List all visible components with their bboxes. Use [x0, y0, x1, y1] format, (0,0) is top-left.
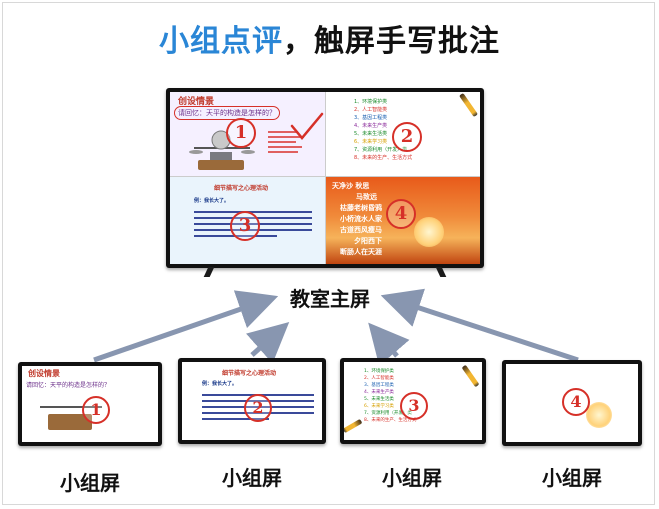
q2-item: 3、基因工程类: [354, 115, 388, 121]
gs3-item: 4、未来生产类: [364, 390, 394, 395]
poem-line: 小桥流水人家: [340, 214, 382, 223]
q1-question: 请回忆：天平的构造是怎样的？: [174, 106, 280, 120]
gs1-question: 请回忆：天平的构造是怎样的？: [26, 382, 111, 389]
gs4-poem-title: 天净沙 秋思: [514, 369, 547, 376]
gs1-scale: [48, 414, 92, 430]
group-screen-4-display: 天净沙 秋思 马致远 枯藤老树昏鸦 小桥流水人家 古道西风瘦马 夕阳西下 断肠人…: [506, 364, 638, 442]
q2-list: 1、环境保护类 2、人工智能类 3、基因工程类 4、未来生产类 5、未来生活类 …: [354, 98, 412, 162]
gs3-item: 7、资源利用（开发）类: [364, 411, 412, 416]
main-screen-display: 创设情景 请回忆：天平的构造是怎样的？ 1 1、: [170, 92, 480, 264]
main-quadrant-3: 细节描写之心理活动 例：我长大了。 3: [170, 176, 325, 264]
gs4-poem: 马致远 枯藤老树昏鸦 小桥流水人家 古道西风瘦马 夕阳西下 断肠人在天涯: [516, 376, 552, 436]
poem-line: 断肠人在天涯: [516, 427, 553, 434]
scale-icon: [189, 130, 255, 170]
gs2-heading: 细节描写之心理活动: [222, 370, 277, 377]
gs1-scale-beam: [40, 406, 102, 408]
gs2-sub: 例：我长大了。: [202, 381, 238, 387]
q4-poem: 马致远 枯藤老树昏鸦 小桥流水人家 古道西风瘦马 夕阳西下 断肠人在天涯: [340, 191, 382, 257]
group-screen-4: 天净沙 秋思 马致远 枯藤老树昏鸦 小桥流水人家 古道西风瘦马 夕阳西下 断肠人…: [502, 360, 642, 446]
q2-item: 4、未来生产类: [354, 123, 388, 129]
group-badge-3: 3: [400, 392, 428, 420]
q2-item: 7、资源利用（开发）类: [354, 147, 408, 153]
poem-line: 马致远: [356, 192, 377, 201]
group-screen-1: 创设情景 请回忆：天平的构造是怎样的？ 1: [18, 362, 162, 446]
main-badge-1: 1: [226, 118, 256, 148]
gs3-item: 8、未来的生产、生活方式: [364, 418, 417, 423]
main-screen-label: 教室主屏: [290, 287, 370, 311]
group-screen-label-1: 小组屏: [60, 471, 120, 495]
group-screen-label-3: 小组屏: [382, 466, 442, 490]
checkmark-icon: [290, 112, 324, 140]
q4-poem-title: 天净沙 秋思: [332, 181, 370, 190]
q3-heading: 细节描写之心理活动: [214, 185, 269, 192]
poem-line: 马致远: [530, 377, 549, 384]
gs3-item: 3、基因工程类: [364, 383, 394, 388]
q2-item: 8、未来的生产、生活方式: [354, 155, 413, 161]
gs3-item: 1、环境保护类: [364, 369, 394, 374]
poem-line: 古道西风瘦马: [340, 225, 382, 234]
main-quadrant-1: 创设情景 请回忆：天平的构造是怎样的？ 1: [170, 92, 325, 176]
poem-line: 夕阳西下: [354, 236, 382, 245]
poem-line: 夕阳西下: [528, 417, 553, 424]
group-screen-3: 1、环境保护类 2、人工智能类 3、基因工程类 4、未来生产类 5、未来生活类 …: [340, 358, 486, 444]
pen-icon: [461, 364, 480, 388]
poem-line: 枯藤老树昏鸦: [516, 387, 553, 394]
poem-line: 古道西风瘦马: [516, 407, 553, 414]
group-screen-1-display: 创设情景 请回忆：天平的构造是怎样的？ 1: [22, 366, 158, 442]
main-quadrant-2: 1、环境保护类 2、人工智能类 3、基因工程类 4、未来生产类 5、未来生活类 …: [325, 92, 480, 176]
q2-item: 6、未来学习类: [354, 139, 388, 145]
q2-item: 5、未来生活类: [354, 131, 388, 137]
main-quadrant-4: 天净沙 秋思 马致远 枯藤老树昏鸦 小桥流水人家 古道西风瘦马 夕阳西下 断肠人…: [325, 176, 480, 264]
main-screen: 创设情景 请回忆：天平的构造是怎样的？ 1 1、: [166, 88, 484, 277]
gs3-list: 1、环境保护类 2、人工智能类 3、基因工程类 4、未来生产类 5、未来生活类 …: [364, 368, 416, 424]
poem-line: 小桥流水人家: [516, 397, 553, 404]
slide-frame: [2, 2, 655, 505]
group-screen-label-4: 小组屏: [542, 466, 602, 490]
title-accent: 小组点评: [159, 24, 283, 59]
sunset-sun: [586, 402, 612, 428]
q1-heading: 创设情景: [178, 97, 215, 107]
pen-icon: [344, 418, 363, 434]
poem-line: 断肠人在天涯: [340, 247, 382, 256]
gs3-item: 6、未来学习类: [364, 404, 394, 409]
group-screen-2: 细节描写之心理活动 例：我长大了。 2: [178, 358, 326, 444]
q2-item: 1、环境保护类: [354, 99, 388, 105]
gs3-item: 5、未来生活类: [364, 397, 394, 402]
main-badge-3: 3: [230, 211, 260, 241]
group-badge-2: 2: [244, 394, 272, 422]
q2-item: 2、人工智能类: [354, 107, 388, 113]
group-badge-1: 1: [82, 396, 110, 424]
main-badge-2: 2: [392, 122, 422, 152]
group-screen-3-display: 1、环境保护类 2、人工智能类 3、基因工程类 4、未来生产类 5、未来生活类 …: [344, 362, 482, 440]
poem-line: 枯藤老树昏鸦: [340, 203, 382, 212]
gs1-heading: 创设情景: [28, 369, 60, 378]
page-title: 小组点评，触屏手写批注: [0, 16, 659, 60]
group-screen-label-2: 小组屏: [222, 466, 282, 490]
gs3-item: 2、人工智能类: [364, 376, 394, 381]
title-rest: ，触屏手写批注: [283, 24, 500, 59]
sunset-sun: [414, 217, 444, 247]
main-badge-4: 4: [386, 199, 416, 229]
scale-callouts: [268, 128, 308, 156]
q3-sub: 例：我长大了。: [194, 198, 230, 204]
group-badge-4: 4: [562, 388, 590, 416]
group-screen-2-display: 细节描写之心理活动 例：我长大了。 2: [182, 362, 322, 440]
